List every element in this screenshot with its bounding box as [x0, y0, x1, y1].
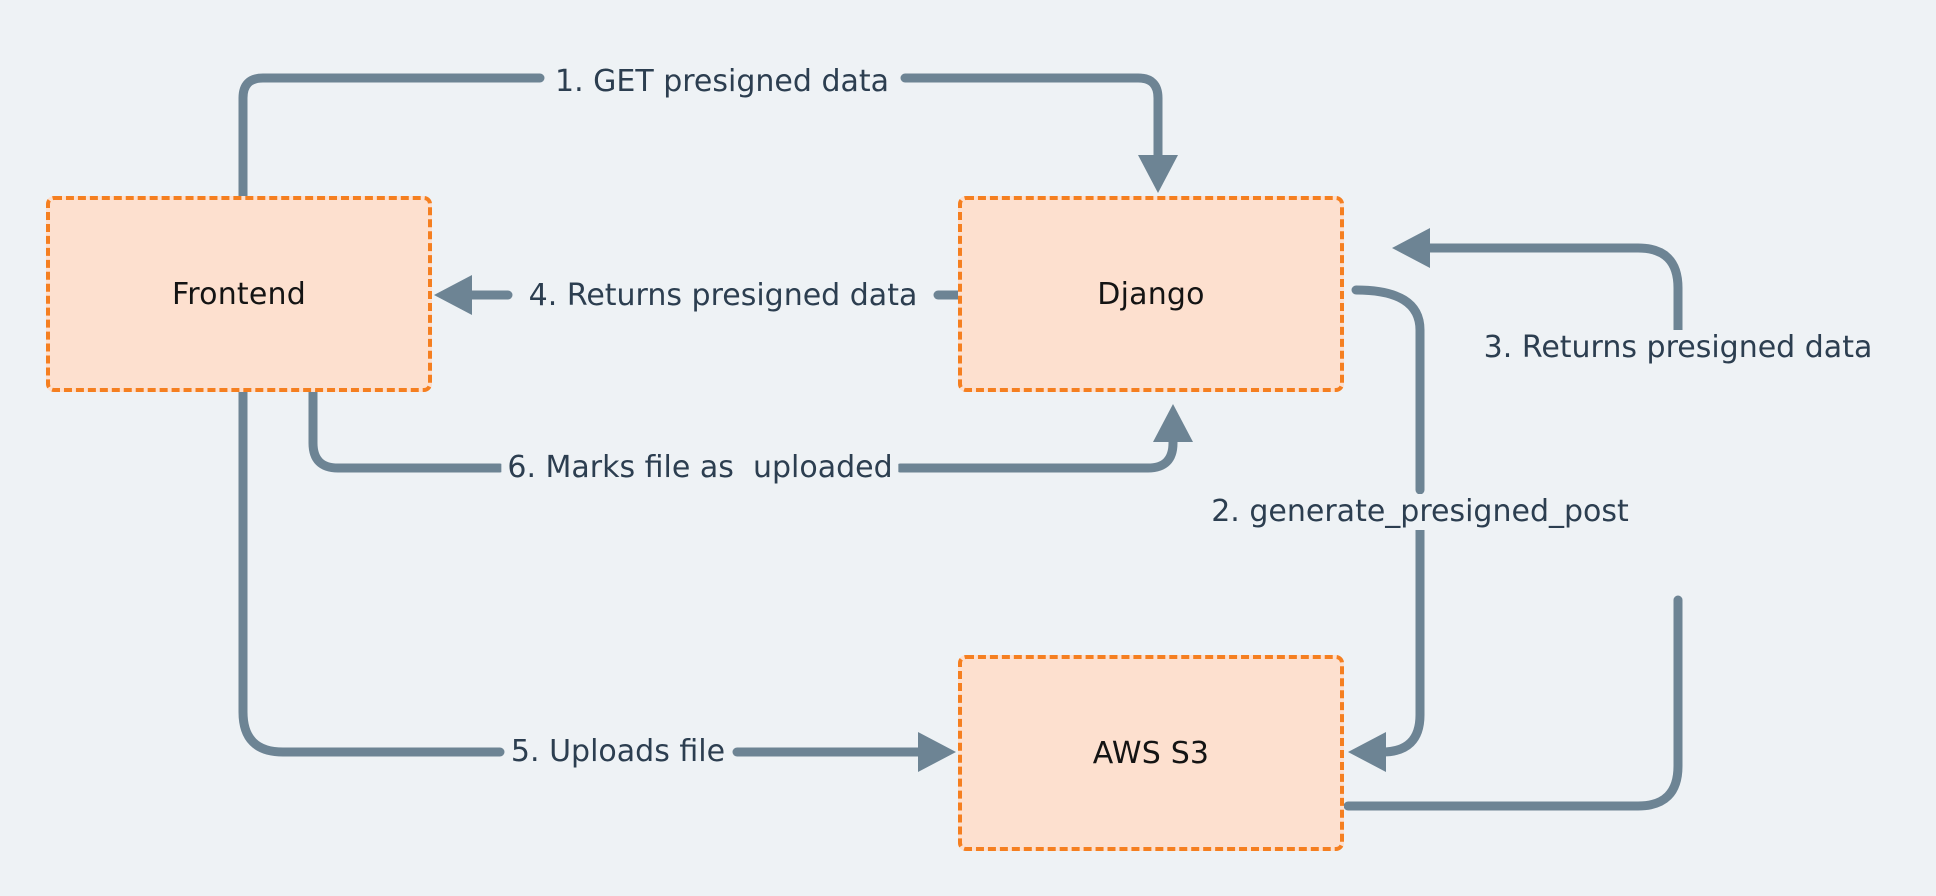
- connector-3-segment-top: [1415, 243, 1683, 361]
- connector-2-generate-presigned-post: [1348, 285, 1425, 772]
- node-frontend-label: Frontend: [172, 276, 306, 312]
- node-aws-s3[interactable]: AWS S3: [958, 655, 1344, 851]
- edge-label-4: 4. Returns presigned data: [522, 278, 924, 314]
- connector-1-segment-left: [238, 73, 545, 201]
- connector-2-arrowhead: [1348, 732, 1386, 772]
- node-aws-s3-label: AWS S3: [1092, 735, 1210, 771]
- connector-1-arrowhead: [1138, 155, 1178, 193]
- connector-3-returns-presigned-data: [1343, 228, 1683, 811]
- connector-6-marks-file-as-uploaded: [308, 387, 1193, 473]
- connector-5-arrowhead: [918, 732, 956, 772]
- node-django-label: Django: [1097, 276, 1205, 312]
- connector-5-segment-left: [238, 387, 505, 757]
- connector-2-segment-bottom: [1370, 523, 1425, 757]
- connector-3-segment-bottom: [1343, 595, 1683, 811]
- connector-5-uploads-file: [238, 387, 956, 772]
- edge-label-1: 1. GET presigned data: [548, 64, 896, 100]
- connector-1-get-presigned-data: [238, 73, 1178, 201]
- edge-label-5: 5. Uploads file: [504, 734, 732, 770]
- edge-label-6: 6. Marks file as uploaded: [501, 450, 899, 486]
- edge-label-2: 2. generate_presigned_post: [1205, 494, 1635, 530]
- connector-3-arrowhead: [1392, 228, 1430, 268]
- connector-6-segment-left: [308, 387, 505, 473]
- connector-6-segment-right: [895, 427, 1178, 473]
- connector-2-segment-top: [1351, 285, 1425, 495]
- connector-1-segment-right: [900, 73, 1163, 170]
- node-frontend[interactable]: Frontend: [46, 196, 432, 392]
- node-django[interactable]: Django: [958, 196, 1344, 392]
- edge-label-3: 3. Returns presigned data: [1477, 330, 1879, 366]
- connector-6-arrowhead: [1153, 404, 1193, 442]
- connector-4-returns-presigned-data: [434, 275, 963, 315]
- connector-4-arrowhead: [434, 275, 472, 315]
